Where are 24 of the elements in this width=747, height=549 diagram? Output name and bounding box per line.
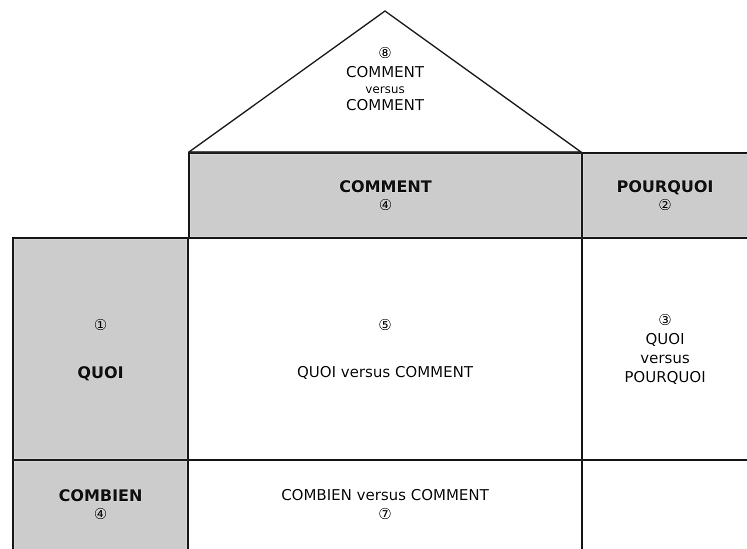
header-cell <box>12 459 189 549</box>
header-cell <box>188 152 583 239</box>
circled-number: ② <box>658 196 672 214</box>
cell-label: QUOI <box>645 330 685 349</box>
cell-label: POURQUOI <box>616 176 714 196</box>
cell-label: QUOI <box>77 363 124 382</box>
cell-label: POURQUOI <box>624 368 706 387</box>
cell-label: COMMENT <box>346 63 424 82</box>
circled-number: ① <box>94 316 108 335</box>
circled-number: ④ <box>94 505 108 524</box>
cell-label: COMBIEN <box>58 486 142 505</box>
cell-label: versus <box>365 82 405 96</box>
header-cell <box>581 152 747 239</box>
cell-label: versus <box>640 349 690 368</box>
cell-label: COMBIEN versus COMMENT <box>281 486 489 505</box>
cell-label: COMMENT <box>339 176 432 196</box>
circled-number: ③ <box>658 311 672 330</box>
header-cell <box>12 237 189 461</box>
cell-label: COMMENT <box>346 96 424 115</box>
circled-number: ⑤ <box>378 316 392 335</box>
circled-number: ⑦ <box>378 505 392 524</box>
circled-number: ④ <box>378 196 392 214</box>
circled-number: ⑧ <box>378 44 392 63</box>
cell-label: QUOI versus COMMENT <box>297 363 473 382</box>
